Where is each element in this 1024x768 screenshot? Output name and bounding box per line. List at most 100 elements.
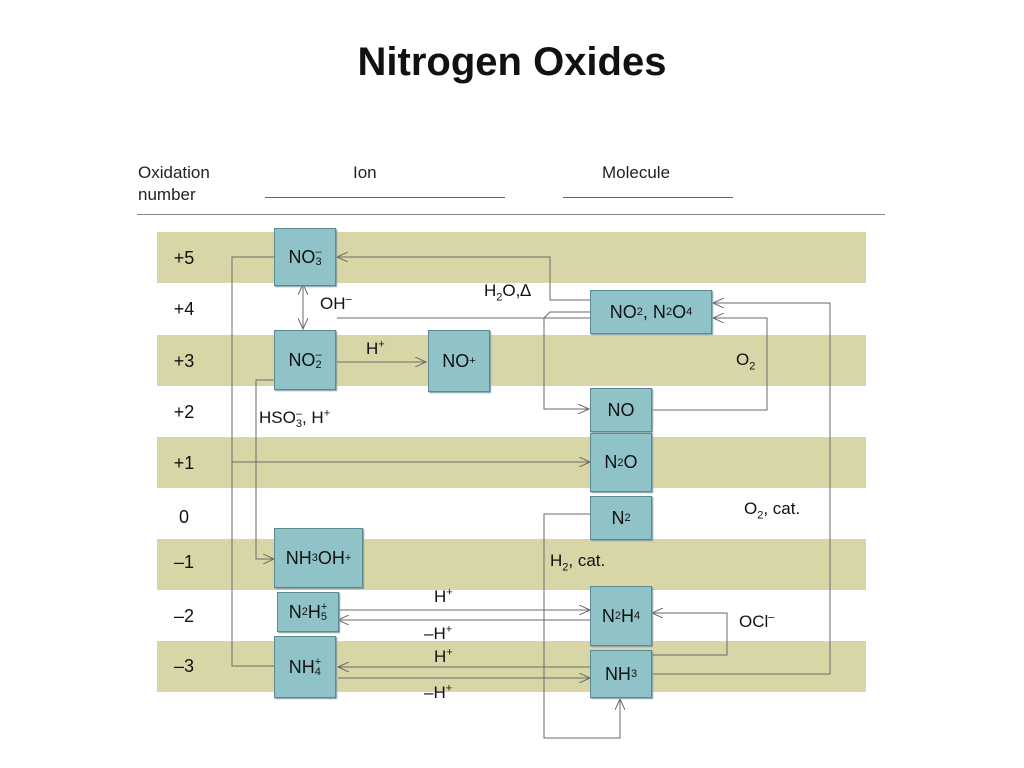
label-minus-h-plus-nh4: –H+: [424, 683, 452, 703]
no3-base: NO: [288, 246, 316, 267]
label-oh-sup: –: [345, 293, 352, 306]
label-o2-text: O: [736, 350, 750, 369]
species-no-plus: NO+: [428, 330, 490, 392]
label-h-plus-3-sup: +: [446, 646, 453, 659]
label-h2-cat-text: H: [550, 551, 563, 570]
nh3-a: NH: [604, 663, 631, 684]
label-h-plus-nh4: H+: [434, 647, 453, 667]
label-h-plus: H+: [366, 339, 385, 359]
no2-ion-sub: 2: [315, 359, 322, 371]
nh4-sub: 4: [314, 666, 321, 678]
n2h5-sub: 5: [320, 611, 327, 623]
ox-plus5: +5: [173, 248, 195, 268]
ox-plus4: +4: [173, 299, 195, 319]
nh3oh-a: NH: [285, 547, 312, 568]
label-hso3-sub: 3: [295, 417, 302, 430]
nh4-sup: +: [314, 656, 322, 668]
species-no3-ion: NO–3: [274, 228, 336, 286]
no2-sep: , N: [642, 301, 666, 322]
label-o2-cat-text: O: [744, 499, 758, 518]
label-h2-cat: H2, cat.: [550, 551, 606, 574]
label-hso3-b-sup: +: [323, 407, 331, 420]
label-o2-cat-sub: 2: [757, 509, 764, 522]
n2h4-b: H: [621, 605, 634, 626]
no3-sub: 3: [315, 256, 322, 268]
ox-minus1: –1: [173, 552, 195, 572]
label-h-plus-2-text: H: [434, 587, 447, 606]
n2o-b: O: [623, 452, 638, 472]
label-h-plus-sup: +: [378, 338, 385, 351]
label-minus-h-plus-2-text: –H: [424, 624, 446, 643]
no2-ion-sup: –: [315, 349, 322, 361]
ox-minus3: –3: [173, 656, 195, 676]
header-divider: [137, 214, 885, 215]
header-ion-rule: [265, 197, 505, 198]
label-minus-h-plus-n2h5: –H+: [424, 624, 452, 644]
n2h5-sup: +: [320, 601, 328, 613]
label-hso3-b: , H: [301, 408, 324, 427]
ox-plus3: +3: [173, 351, 195, 371]
label-h-plus-2-sup: +: [446, 586, 453, 599]
label-h2o-a: H: [484, 281, 497, 300]
header-molecule-rule: [563, 197, 733, 198]
label-o2-cat: O2, cat.: [744, 499, 801, 522]
label-minus-h-plus-3-sup: +: [445, 682, 453, 695]
label-h-plus-text: H: [366, 339, 379, 358]
ox-plus1: +1: [173, 453, 195, 473]
species-nh4-plus: NH+4: [274, 636, 336, 698]
no2-ion-base: NO: [288, 349, 316, 370]
n2h4-a: N: [601, 605, 615, 626]
header-oxidation-line1: Oxidation: [138, 163, 210, 182]
n2h5-a: N: [288, 601, 302, 622]
header-ion: Ion: [353, 163, 377, 182]
label-h2o-sub: 2: [496, 291, 503, 304]
label-minus-h-plus-3-text: –H: [424, 683, 446, 702]
arrow-no2-to-no: [543, 311, 590, 409]
label-ocl-sup: –: [768, 611, 775, 624]
label-hso3-a: HSO: [259, 408, 296, 427]
page-title: Nitrogen Oxides: [357, 40, 667, 84]
label-o2-cat-tail: , cat.: [763, 499, 801, 518]
label-h2-cat-tail: , cat.: [568, 551, 606, 570]
header-oxidation-line2: number: [138, 185, 196, 204]
no-plus-base: NO: [442, 350, 470, 371]
label-ocl-text: OCl: [739, 612, 769, 631]
label-ocl: OCl–: [739, 612, 774, 632]
label-h2o-b: O,∆: [502, 281, 531, 300]
n2o-a: N: [604, 452, 618, 472]
label-o2-sub: 2: [749, 360, 756, 373]
header-molecule: Molecule: [602, 163, 671, 182]
ox-plus2: +2: [173, 402, 195, 422]
header-oxidation-number: Oxidation number: [138, 162, 210, 206]
label-hso3: HSO–3, H+: [259, 408, 330, 429]
no3-sup: –: [315, 246, 322, 258]
arrow-nh3-to-no2: [651, 303, 831, 675]
label-o2: O2: [736, 350, 756, 373]
arrow-no-to-no2: [651, 318, 768, 411]
no2-a: NO: [609, 301, 637, 322]
ox-minus2: –2: [173, 606, 195, 626]
label-hso3-sup: –: [295, 407, 302, 420]
species-no2-ion: NO–2: [274, 330, 336, 390]
arrow-ocl-loop: [651, 613, 728, 656]
label-h2-cat-sub: 2: [562, 561, 569, 574]
n2o4-b: O: [672, 301, 687, 322]
ox-zero: 0: [178, 507, 189, 527]
n2h5-b: H: [307, 601, 321, 622]
label-oh: OH–: [320, 294, 352, 314]
arrow-no2-to-no3: [337, 257, 590, 301]
species-no: NO: [590, 388, 652, 432]
n2-a: N: [611, 507, 625, 528]
label-h-plus-3-text: H: [434, 647, 447, 666]
nh3oh-b: OH: [317, 547, 345, 568]
arrow-n2-to-nh3: [543, 513, 620, 739]
label-oh-text: OH: [320, 294, 346, 313]
